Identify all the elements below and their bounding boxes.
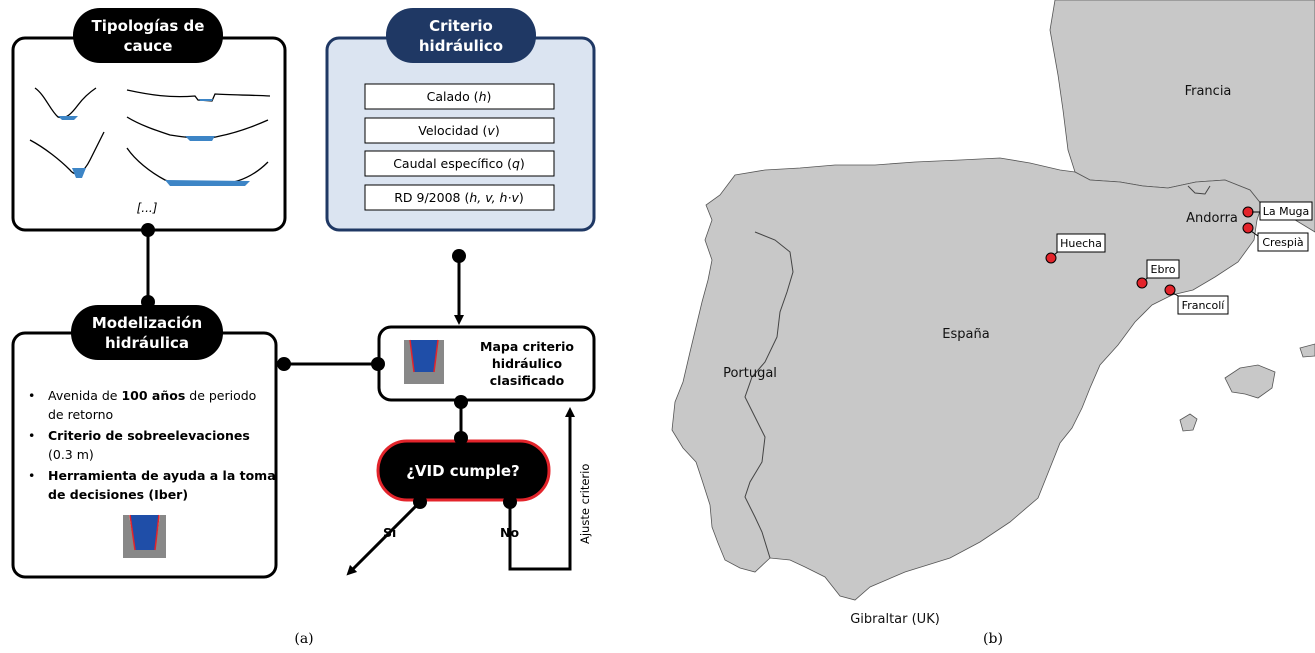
tipologias-ellipsis: [...] — [137, 201, 158, 215]
criterio-item-1-post: ) — [495, 123, 500, 138]
criterio-item-2-pre: Caudal específico ( — [393, 156, 512, 171]
river-huecha: Huecha — [1060, 237, 1102, 250]
criterio-pill: Criterio hidráulico — [386, 8, 536, 63]
river-la-muga: La Muga — [1263, 205, 1310, 218]
decision-no: No — [500, 525, 519, 540]
criterio-item-3-pre: RD 9/2008 ( — [394, 190, 469, 205]
criterio-item-0-var: h — [479, 89, 487, 104]
criterio-item-3-var: h, v, h·v — [469, 190, 519, 205]
bullet-2-line-1: Criterio de sobreelevaciones — [48, 428, 250, 443]
adjust-label: Ajuste criterio — [578, 464, 592, 544]
mapa-line-1: Mapa criterio — [480, 339, 574, 354]
river-ebro: Ebro — [1151, 263, 1176, 276]
menorca-land — [1299, 343, 1315, 358]
caption-b: (b) — [983, 631, 1003, 647]
criterio-item-2-var: q — [512, 156, 520, 171]
panel-b-map: Francia Andorra España Portugal Gibralta… — [671, 0, 1315, 647]
river-crespia: Crespià — [1262, 236, 1303, 249]
criterio-item-0-pre: Calado ( — [427, 89, 479, 104]
portugal-border — [744, 231, 794, 559]
bullet-1-c: de periodo — [185, 388, 256, 403]
criterio-title-2: hidráulico — [419, 37, 503, 55]
modelizacion-box: • Avenida de 100 años de periodo de reto… — [11, 331, 278, 579]
marker-francoli: Francolí — [1164, 284, 1229, 315]
label-francia: Francia — [1185, 84, 1232, 99]
criterio-item-3-post: ) — [519, 190, 524, 205]
criterio-item-1-pre: Velocidad ( — [418, 123, 487, 138]
bullet-1-b: 100 años — [121, 388, 185, 403]
bullet-dot-1: • — [28, 388, 35, 403]
label-andorra: Andorra — [1186, 211, 1238, 226]
bullet-1-line-2: de retorno — [48, 407, 113, 422]
criterio-item-1-var: v — [487, 123, 495, 138]
criterio-item-0-post: ) — [487, 89, 492, 104]
ibiza-land — [1179, 413, 1198, 432]
decision-pill: ¿VID cumple? — [376, 439, 551, 502]
bullet-dot-2: • — [28, 428, 35, 443]
modelizacion-pill: Modelización hidráulica — [71, 305, 223, 360]
caption-a: (a) — [294, 631, 313, 647]
mapa-line-3: clasificado — [490, 373, 565, 388]
modelizacion-title-1: Modelización — [92, 314, 202, 332]
mapa-line-2: hidráulico — [492, 356, 563, 371]
mapa-box: Mapa criterio hidráulico clasificado — [377, 325, 596, 402]
marker-huecha: Huecha — [1045, 233, 1106, 264]
tipologias-title-2: cauce — [124, 37, 173, 55]
tipologias-title-1: Tipologías de — [92, 17, 205, 35]
label-portugal: Portugal — [723, 366, 777, 381]
river-francoli: Francolí — [1182, 299, 1226, 312]
svg-text:Velocidad (v): Velocidad (v) — [418, 123, 499, 138]
label-gibraltar: Gibraltar (UK) — [850, 612, 940, 627]
bullet-2-line-2: (0.3 m) — [48, 447, 94, 462]
tipologias-pill: Tipologías de cauce — [73, 8, 223, 63]
svg-text:Caudal específico (q): Caudal específico (q) — [393, 156, 525, 171]
mallorca-land — [1224, 364, 1276, 399]
criterio-item-1: Velocidad (v) — [364, 117, 555, 144]
connectors — [146, 230, 575, 576]
svg-text:RD 9/2008 (h, v, h·v): RD 9/2008 (h, v, h·v) — [394, 190, 524, 205]
decision-yes: Sí — [383, 525, 397, 540]
marker-ebro: Ebro — [1136, 259, 1180, 289]
criterio-item-0: Calado (h) — [364, 83, 555, 110]
criterio-box: Calado (h) Velocidad (v) Caudal específi… — [325, 36, 596, 232]
channel-sketches — [29, 87, 271, 186]
iberia-land — [671, 157, 1263, 601]
mapa-channel-icon — [404, 339, 444, 384]
tipologias-box: [...] — [11, 36, 287, 232]
decision-label: ¿VID cumple? — [406, 462, 520, 480]
criterio-item-3: RD 9/2008 (h, v, h·v) — [364, 184, 555, 211]
bullet-3-line-1: Herramienta de ayuda a la toma — [48, 468, 276, 483]
criterio-item-2: Caudal específico (q) — [364, 150, 555, 177]
bullet-1-line-1: Avenida de 100 años de periodo — [48, 388, 256, 403]
criterio-item-2-post: ) — [520, 156, 525, 171]
bullet-3-line-2: de decisiones (Iber) — [48, 487, 188, 502]
modelizacion-title-2: hidráulica — [105, 334, 189, 352]
andorra-border — [1187, 185, 1211, 195]
panel-a-diagram: [...] Tipologías de cauce Calado (h) Vel… — [11, 8, 596, 647]
svg-text:Calado (h): Calado (h) — [427, 89, 492, 104]
marker-la-muga: La Muga — [1242, 201, 1313, 221]
channel-section-icon — [123, 514, 166, 558]
criterio-title-1: Criterio — [429, 17, 493, 35]
bullet-1-a: Avenida de — [48, 388, 121, 403]
bullet-dot-3: • — [28, 468, 35, 483]
connector-dots — [141, 223, 517, 509]
label-espana: España — [942, 327, 989, 342]
marker-crespia: Crespià — [1242, 222, 1309, 252]
